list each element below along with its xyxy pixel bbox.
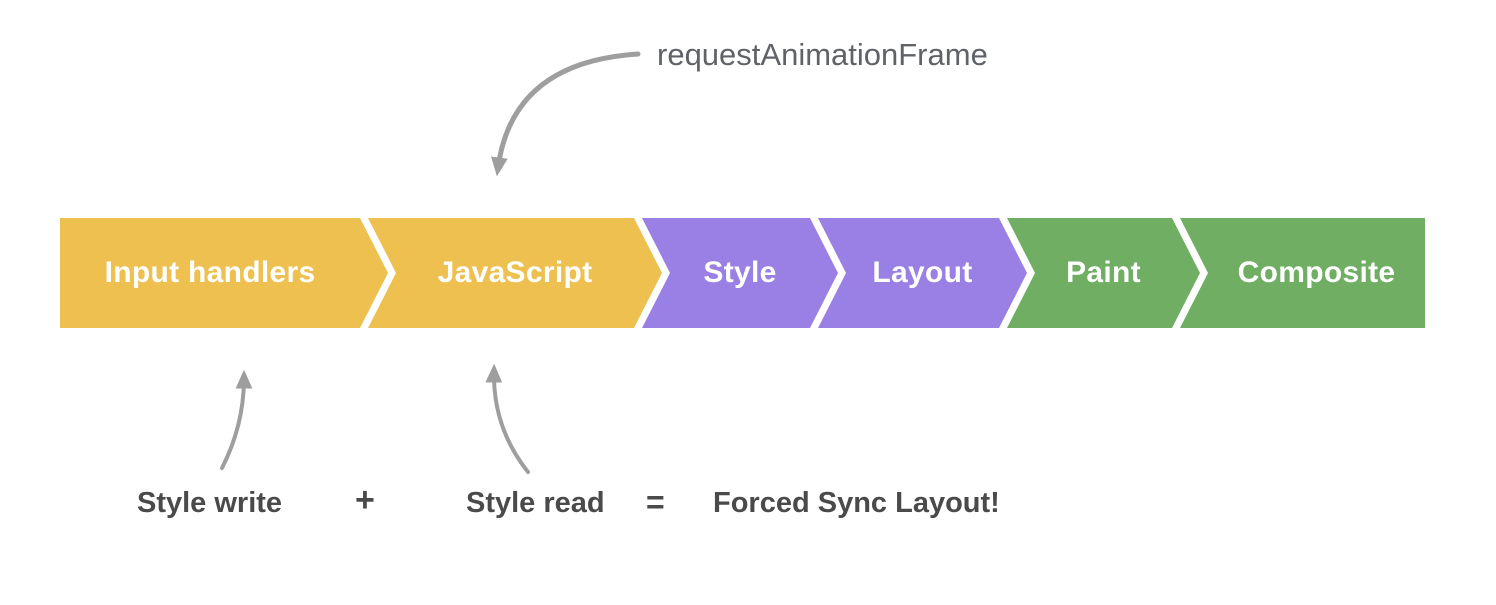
style-read-label: Style read <box>466 487 605 519</box>
request-animation-frame-label: requestAnimationFrame <box>657 37 988 72</box>
pipeline-segment-javascript: JavaScript <box>368 218 662 328</box>
raf-curved-arrow-icon <box>491 51 641 177</box>
style-write-up-arrow-icon <box>220 369 253 470</box>
pipeline-segment-style: Style <box>642 218 838 328</box>
pipeline-segment-input-handlers: Input handlers <box>60 218 388 328</box>
pipeline-segment-layout: Layout <box>818 218 1027 328</box>
segment-label: Style <box>703 256 777 289</box>
style-read-up-arrow-icon <box>485 363 530 474</box>
segment-label: JavaScript <box>437 256 593 289</box>
segment-label: Layout <box>872 256 973 289</box>
segment-label: Paint <box>1066 256 1141 289</box>
equals-operator: = <box>646 484 665 520</box>
forced-sync-layout-label: Forced Sync Layout! <box>713 487 1000 519</box>
segment-label: Input handlers <box>104 256 316 289</box>
pixel-pipeline-bar: Input handlers JavaScript Style Layout P… <box>60 218 1425 328</box>
plus-operator: + <box>355 481 375 519</box>
segment-label: Composite <box>1237 256 1396 289</box>
pipeline-segment-paint: Paint <box>1007 218 1200 328</box>
pipeline-segment-composite: Composite <box>1180 218 1425 328</box>
style-write-label: Style write <box>137 487 283 519</box>
